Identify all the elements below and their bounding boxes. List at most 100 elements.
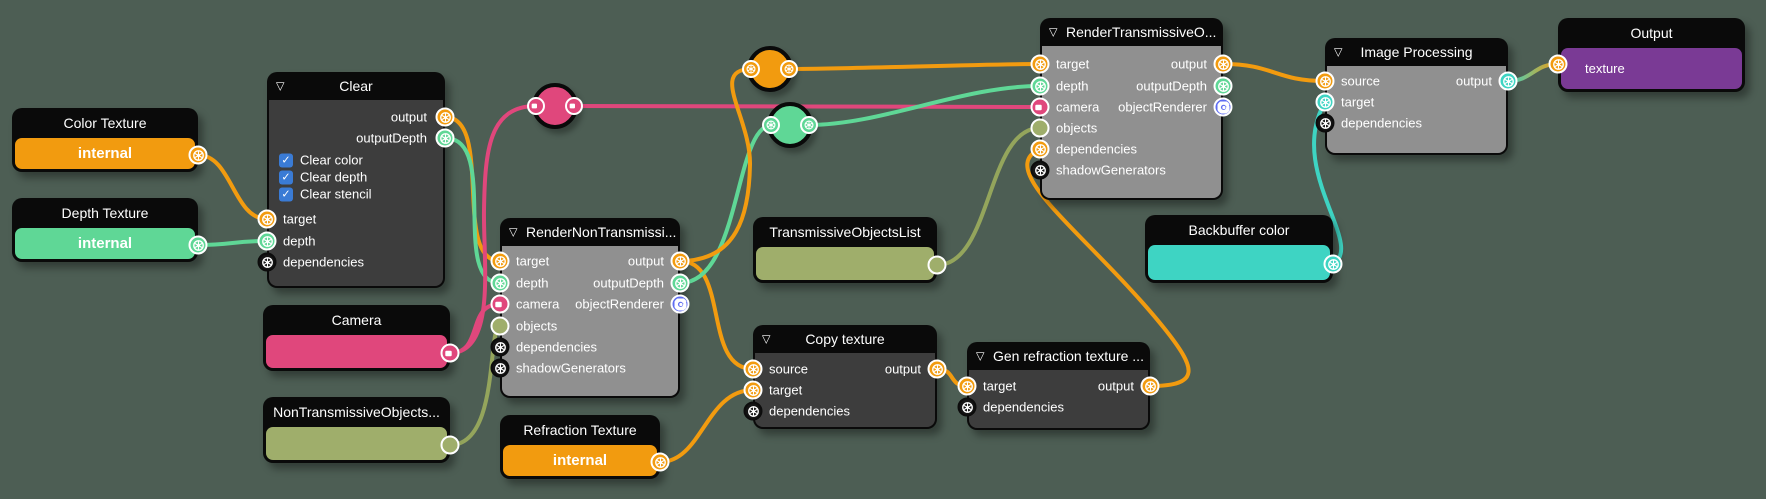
clear-output-port[interactable]	[435, 107, 455, 127]
rto-objects-port[interactable]	[1030, 118, 1050, 138]
backbuffer-output-port[interactable]	[1323, 254, 1343, 274]
node-image-processing[interactable]: ▽ Image Processing source target depende…	[1315, 38, 1518, 155]
node-gen-refraction[interactable]: ▽ Gen refraction texture ... target depe…	[957, 342, 1160, 430]
wire-colortexture-to-clear-target[interactable]	[196, 153, 269, 221]
clear-dependencies-port[interactable]	[257, 252, 277, 272]
node-refraction-texture[interactable]: Refraction Texture internal	[500, 415, 670, 479]
wheel-icon	[1327, 258, 1339, 270]
ip-dependencies-port[interactable]	[1315, 113, 1335, 133]
ip-source-port[interactable]	[1315, 71, 1335, 91]
copy-output-port[interactable]	[927, 359, 947, 379]
elbow-camera-reroute[interactable]	[527, 83, 583, 129]
wheel-icon	[674, 255, 686, 267]
elbow-camera-output-port[interactable]	[565, 97, 583, 115]
wire-camera-to-elbow[interactable]	[448, 104, 538, 355]
wire-rnt-output-to-orange-elbow[interactable]	[678, 67, 754, 263]
wire-elbow-to-rto-camera[interactable]	[572, 104, 1042, 109]
wire-transmissivelist-to-rto-objects[interactable]	[935, 126, 1042, 267]
rto-objectrenderer-port[interactable]	[1213, 97, 1233, 117]
camera-output-port[interactable]	[440, 343, 460, 363]
elbow-depth-output-port[interactable]	[800, 116, 818, 134]
checkbox-clear-color[interactable]: ✓ Clear color	[279, 153, 363, 168]
elbow-texture-output-port[interactable]	[780, 60, 798, 78]
wire-refraction-to-copy-target[interactable]	[658, 388, 755, 464]
rnt-output-port[interactable]	[670, 251, 690, 271]
collapse-chevron-icon[interactable]: ▽	[1049, 26, 1058, 39]
rnt-dependencies-port[interactable]	[490, 337, 510, 357]
elbow-depth-input-port[interactable]	[762, 116, 780, 134]
color-texture-output-port[interactable]	[188, 145, 208, 165]
port-label-output: output	[1170, 56, 1207, 72]
elbow-depth-reroute[interactable]	[762, 102, 818, 148]
node-depth-texture[interactable]: Depth Texture internal	[12, 198, 208, 262]
node-camera[interactable]: Camera	[263, 305, 460, 371]
checkbox-icon[interactable]: ✓	[279, 170, 293, 184]
wire-orange-elbow-to-rto-target[interactable]	[786, 62, 1042, 71]
rnt-shadowgenerators-port[interactable]	[490, 358, 510, 378]
copy-target-port[interactable]	[743, 380, 763, 400]
gen-dependencies-port[interactable]	[957, 397, 977, 417]
node-non-transmissive-objects[interactable]: NonTransmissiveObjects...	[263, 397, 460, 463]
wire-rnt-output-to-copy-source[interactable]	[678, 259, 755, 371]
collapse-chevron-icon[interactable]: ▽	[1334, 46, 1343, 59]
collapse-chevron-icon[interactable]: ▽	[276, 80, 285, 93]
rto-output-port[interactable]	[1213, 54, 1233, 74]
clear-depth-port[interactable]	[257, 231, 277, 251]
rto-outputdepth-port[interactable]	[1213, 76, 1233, 96]
rto-target-port[interactable]	[1030, 54, 1050, 74]
node-copy-texture[interactable]: ▽ Copy texture source target dependencie…	[743, 325, 947, 429]
depth-texture-output-port[interactable]	[188, 235, 208, 255]
node-clear[interactable]: ▽ Clear output outputDepth ✓ Clear color…	[257, 72, 455, 288]
checkbox-icon[interactable]: ✓	[279, 153, 293, 167]
rto-dependencies-port[interactable]	[1030, 139, 1050, 159]
output-texture-input-port[interactable]	[1548, 54, 1568, 74]
wheel-icon	[494, 277, 506, 289]
node-header: ▽ Gen refraction texture ...	[967, 342, 1150, 370]
node-title: NonTransmissiveObjects...	[273, 404, 440, 420]
wire-rto-output-to-ip-source[interactable]	[1221, 62, 1327, 83]
checkbox-clear-depth[interactable]: ✓ Clear depth	[279, 170, 367, 185]
rnt-objects-port[interactable]	[490, 316, 510, 336]
ip-output-port[interactable]	[1498, 71, 1518, 91]
gen-target-port[interactable]	[957, 376, 977, 396]
collapse-chevron-icon[interactable]: ▽	[976, 350, 985, 363]
elbow-texture-reroute[interactable]	[742, 46, 798, 92]
non-transmissive-objects-output-port[interactable]	[440, 435, 460, 455]
clear-outputdepth-port[interactable]	[435, 128, 455, 148]
collapse-chevron-icon[interactable]: ▽	[509, 226, 518, 239]
transmissive-objects-list-output-port[interactable]	[927, 255, 947, 275]
rnt-outputdepth-port[interactable]	[670, 273, 690, 293]
node-render-non-transmissive[interactable]: ▽ RenderNonTransmissi... target depth ca…	[490, 218, 690, 398]
rnt-objectrenderer-port[interactable]	[670, 294, 690, 314]
elbow-camera-input-port[interactable]	[527, 97, 545, 115]
rto-depth-port[interactable]	[1030, 76, 1050, 96]
node-transmissive-objects-list[interactable]: TransmissiveObjectsList	[753, 217, 947, 283]
wire-green-elbow-to-rto-depth[interactable]	[806, 84, 1042, 127]
refraction-texture-output-port[interactable]	[650, 452, 670, 472]
checkbox-icon[interactable]: ✓	[279, 187, 293, 201]
wire-backbuffer-to-ip-target[interactable]	[1312, 100, 1344, 266]
rnt-camera-port[interactable]	[490, 294, 510, 314]
gen-output-port[interactable]	[1140, 376, 1160, 396]
node-output[interactable]: Output texture	[1548, 18, 1745, 92]
texture-mode-label: internal	[77, 235, 133, 252]
clear-target-port[interactable]	[257, 209, 277, 229]
rto-camera-port[interactable]	[1030, 97, 1050, 117]
node-backbuffer-color[interactable]: Backbuffer color	[1145, 215, 1343, 283]
checkbox-clear-stencil[interactable]: ✓ Clear stencil	[279, 187, 372, 202]
node-render-transmissive[interactable]: ▽ RenderTransmissiveO... target depth ca…	[1030, 18, 1233, 200]
rto-shadowgenerators-port[interactable]	[1030, 160, 1050, 180]
node-color-texture[interactable]: Color Texture internal	[12, 108, 208, 172]
wire-gen-output-to-rto-dependencies[interactable]	[1025, 147, 1191, 388]
ip-target-port[interactable]	[1315, 92, 1335, 112]
collapse-chevron-icon[interactable]: ▽	[762, 333, 771, 346]
copy-dependencies-port[interactable]	[743, 401, 763, 421]
rnt-target-port[interactable]	[490, 251, 510, 271]
wire-rnt-outputdepth-to-green-elbow[interactable]	[678, 123, 774, 285]
cube-icon	[494, 320, 506, 332]
elbow-texture-input-port[interactable]	[742, 60, 760, 78]
wheel-icon	[804, 120, 814, 130]
rnt-depth-port[interactable]	[490, 273, 510, 293]
copy-source-port[interactable]	[743, 359, 763, 379]
